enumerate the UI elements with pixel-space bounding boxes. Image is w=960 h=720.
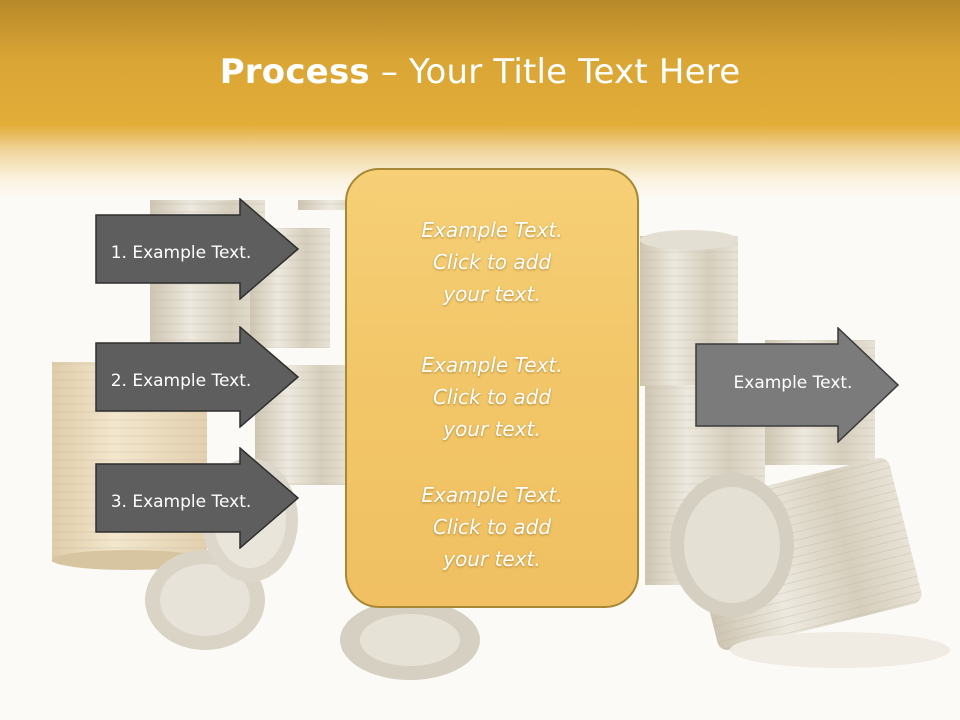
step-label-3: 3. Example Text.: [110, 492, 252, 512]
center-text-box[interactable]: Example Text. Click to add your text. Ex…: [345, 168, 639, 608]
step-arrow-3[interactable]: 3. Example Text.: [95, 447, 300, 549]
center-text-block-1: Example Text. Click to add your text.: [347, 214, 637, 310]
header-band: [0, 0, 960, 200]
block-line: your text.: [443, 417, 541, 441]
block-line: Click to add: [432, 385, 552, 409]
block-line: Example Text.: [421, 483, 563, 507]
block-line: Click to add: [432, 515, 552, 539]
step-arrow-1[interactable]: 1. Example Text.: [95, 198, 300, 300]
title-rest: – Your Title Text Here: [369, 52, 741, 92]
title-bold: Process: [219, 52, 370, 92]
result-label: Example Text.: [733, 373, 853, 393]
block-line: your text.: [443, 547, 541, 571]
block-line: Example Text.: [421, 353, 563, 377]
arrow-shape: [95, 198, 300, 300]
step-arrow-2[interactable]: 2. Example Text.: [95, 326, 300, 428]
center-text-block-3: Example Text. Click to add your text.: [347, 479, 637, 575]
slide-title[interactable]: Process – Your Title Text Here: [0, 52, 960, 92]
step-label-2: 2. Example Text.: [110, 371, 252, 391]
arrow-shape: [95, 326, 300, 428]
step-label-1: 1. Example Text.: [110, 243, 252, 263]
arrow-shape: [695, 327, 900, 443]
block-line: your text.: [443, 282, 541, 306]
result-arrow[interactable]: Example Text.: [695, 327, 900, 443]
center-text-block-2: Example Text. Click to add your text.: [347, 349, 637, 445]
block-line: Click to add: [432, 250, 552, 274]
block-line: Example Text.: [421, 218, 563, 242]
arrow-shape: [95, 447, 300, 549]
